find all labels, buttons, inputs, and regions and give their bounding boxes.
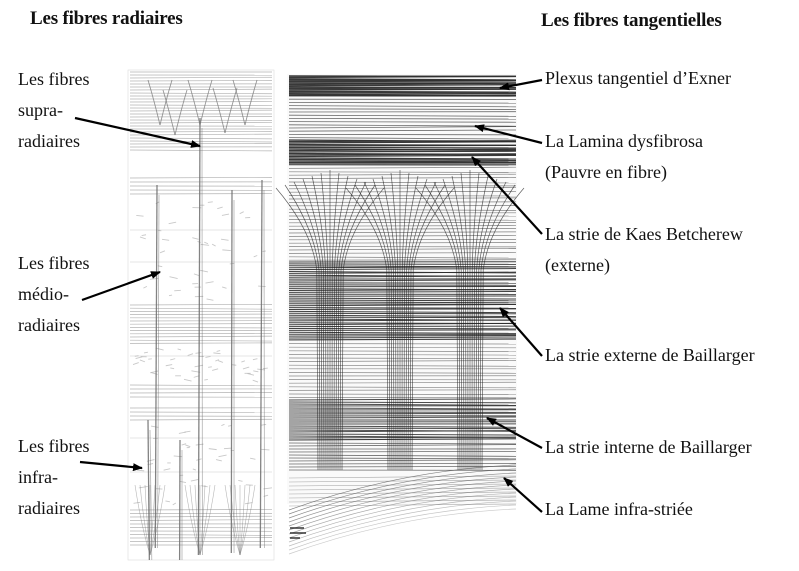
label-internal-baillarger: La strie interne de Baillarger bbox=[545, 437, 752, 457]
tangential-fibers-panel bbox=[275, 74, 525, 555]
title-radial-fibers: Les fibres radiaires bbox=[30, 8, 183, 29]
arrow-lamina-dysfibrosa bbox=[474, 124, 543, 145]
label-supra-radial: Les fibres supra- radiaires bbox=[18, 69, 90, 151]
label-external-baillarger: La strie externe de Baillarger bbox=[545, 345, 755, 365]
tangential-fiber-columns bbox=[275, 170, 525, 471]
arrow-kaes-betcherew bbox=[471, 156, 543, 235]
arrow-internal-baillarger bbox=[486, 417, 543, 449]
arrow-exner-plexus bbox=[499, 78, 543, 91]
corner-mark bbox=[290, 527, 306, 539]
label-lamina-dysfibrosa: La Lamina dysfibrosa (Pauvre en fibre) bbox=[545, 131, 703, 182]
radial-fibers-panel bbox=[127, 69, 275, 561]
label-infra-radial: Les fibres infra- radiaires bbox=[18, 436, 90, 518]
label-medio-radial: Les fibres médio- radiaires bbox=[18, 253, 90, 335]
arrow-infra-striate bbox=[503, 477, 543, 513]
label-kaes-betcherew: La strie de Kaes Betcherew (externe) bbox=[545, 224, 743, 275]
arrow-infra-radial bbox=[79, 460, 143, 472]
label-infra-striate: La Lame infra-striée bbox=[545, 499, 693, 519]
arrow-medio-radial bbox=[81, 270, 161, 302]
label-exner-plexus: Plexus tangentiel d’Exner bbox=[545, 68, 731, 88]
infra-striate-curves bbox=[288, 464, 517, 555]
arrow-supra-radial bbox=[74, 116, 201, 148]
radial-vertical-fibers bbox=[134, 79, 265, 561]
arrow-external-baillarger bbox=[499, 307, 543, 357]
annotation-arrows bbox=[74, 78, 543, 513]
radial-panel-bg bbox=[127, 69, 275, 561]
title-tangential-fibers: Les fibres tangentielles bbox=[541, 10, 722, 31]
